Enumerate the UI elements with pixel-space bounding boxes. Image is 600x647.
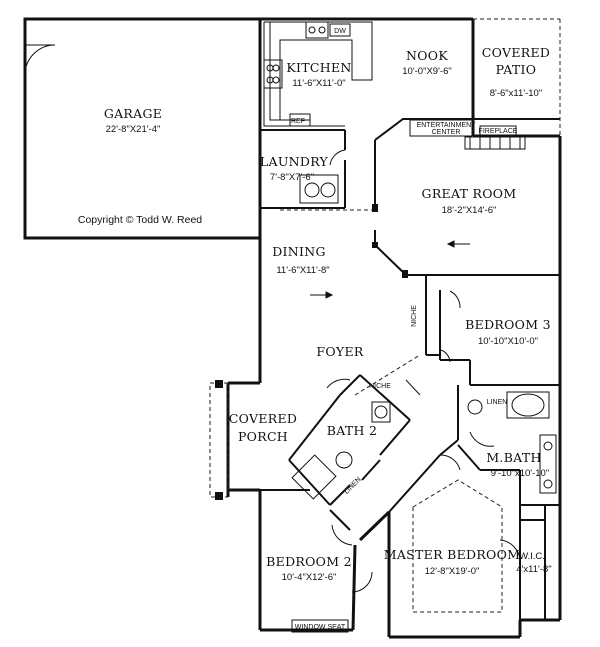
- patio-dims: 8'-6"x11'-10": [490, 88, 542, 99]
- laundry-appliances: [299, 149, 346, 204]
- master-bedroom-label: MASTER BEDROOM: [384, 547, 520, 562]
- window-seat: [291, 619, 349, 633]
- fireplace-label: FIREPLACE: [479, 128, 518, 135]
- copyright-text: Copyright © Todd W. Reed: [78, 214, 202, 226]
- bedroom3-dims: 10'-10"X10'-0": [478, 336, 538, 347]
- linen-mbath-label: LINEN: [487, 399, 508, 406]
- great-room-dims: 18'-2"X14'-6": [442, 205, 497, 216]
- entertainment-label-2: CENTER: [432, 129, 461, 136]
- dining-dims: 11'-6"X11'-8": [276, 265, 329, 276]
- great-room-label: GREAT ROOM: [422, 186, 517, 201]
- door-swings: [326, 290, 521, 593]
- bath2-label: BATH 2: [327, 423, 378, 438]
- flow-arrows: [310, 240, 470, 299]
- dw-label: DW: [334, 28, 346, 35]
- kitchen-dims: 11'-6"X11'-0": [292, 78, 345, 89]
- garage-door-swing: [24, 44, 56, 76]
- ref-label: REF: [291, 118, 305, 125]
- nook-label: NOOK: [406, 48, 448, 63]
- porch-label-1: COVERED: [229, 411, 297, 426]
- mbath-label: M.BATH: [486, 450, 541, 465]
- bedroom2-dims: 10'-4"X12'-6": [282, 572, 337, 583]
- wic-label: W.I.C.: [519, 551, 545, 562]
- master-bedroom-dims: 12'-8"X19'-0": [425, 566, 480, 577]
- patio-label-2: PATIO: [496, 62, 537, 77]
- nook-dims: 10'-0"X9'-6": [402, 66, 451, 77]
- window-seat-label: WINDOW SEAT: [295, 624, 346, 631]
- interior-walls: [260, 118, 560, 620]
- dining-label: DINING: [272, 244, 326, 259]
- laundry-dims: 7'-8"X7'-6": [270, 172, 314, 183]
- niche-vertical-label: NICHE: [411, 305, 418, 327]
- fireplace-hatch: [409, 119, 526, 150]
- garage-label: GARAGE: [104, 106, 162, 121]
- kitchen-label: KITCHEN: [286, 60, 351, 75]
- porch-columns: [215, 204, 408, 500]
- wic-dims: 4'x11'-8": [516, 564, 551, 575]
- patio-dashed-outline: [209, 18, 561, 613]
- entertainment-label-1: ENTERTAINMENT: [417, 122, 477, 129]
- bath-fixtures: [291, 391, 557, 500]
- patio-label-1: COVERED: [482, 45, 550, 60]
- porch-label-2: PORCH: [238, 429, 288, 444]
- linen-bath2-label: LINEN: [343, 476, 363, 496]
- laundry-label: LAUNDRY: [260, 154, 329, 169]
- garage-dims: 22'-8"X21'-4": [106, 124, 161, 135]
- kitchen-counters: [263, 21, 373, 127]
- bedroom3-label: BEDROOM 3: [465, 317, 551, 332]
- mbath-dims: 9'-10"x10'-10": [491, 468, 549, 479]
- niche-foyer-label: NICHE: [369, 383, 391, 390]
- bedroom2-label: BEDROOM 2: [266, 554, 352, 569]
- foyer-label: FOYER: [316, 344, 363, 359]
